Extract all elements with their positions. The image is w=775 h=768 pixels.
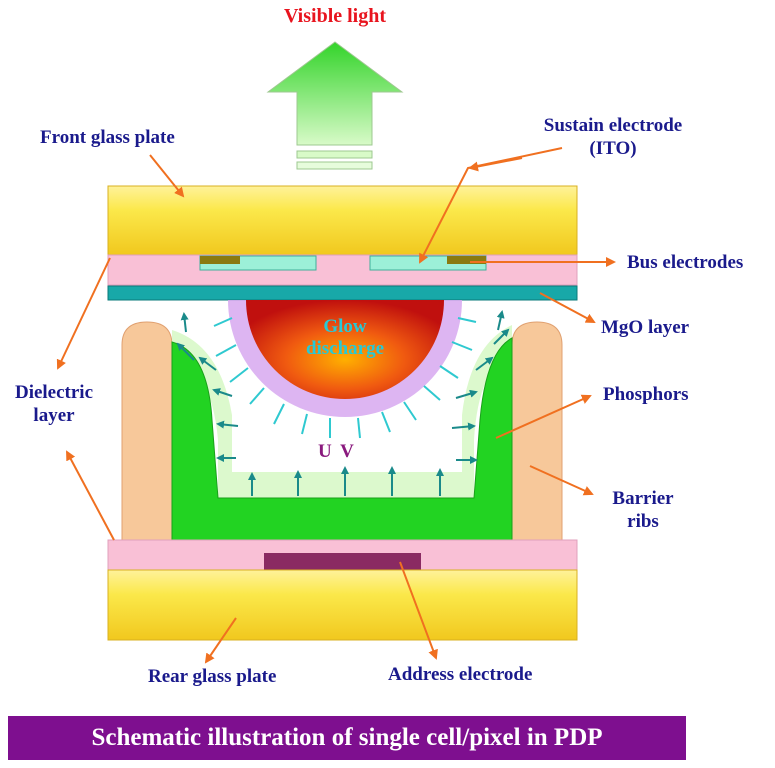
dielectric-label-line2: layer [33,404,75,426]
front-dielectric-layer [107,254,578,286]
leader-dielectric-down [66,450,115,541]
uv-label: U V [318,441,356,462]
uv-rays [213,317,477,439]
bus-electrodes-label: Bus electrodes [627,252,744,273]
uv-arrows [176,310,510,496]
barrier-rib-right [511,321,563,541]
leader-phosphors [495,394,592,439]
bus-electrode-left [200,256,240,264]
front-glass-plate [107,185,578,256]
leader-rear-glass [204,617,237,664]
mgo-layer [107,285,578,301]
phosphors-label: Phosphors [603,384,689,405]
glow-discharge [246,300,444,399]
bus-electrode-right [447,256,486,264]
rear-glass-plate-label: Rear glass plate [148,666,277,687]
leader-dielectric-up [56,257,111,370]
visible-light-label: Visible light [283,5,387,27]
barrier-ribs-label: Barrier ribs [598,488,688,534]
leader-address [399,561,438,660]
leader-sustain-line [419,147,563,264]
front-glass-plate-label: Front glass plate [40,127,175,148]
sustain-electrode-label: Sustain electrode (ITO) [515,115,711,161]
dielectric-label-line1: Dielectric [14,382,94,403]
dielectric-layer-label: Dielectric layer [4,382,104,428]
glow-label-line1: Glow [323,316,367,337]
visible-light-arrow [266,41,404,170]
address-electrode-label: Address electrode [388,664,533,685]
barrier-rib-left [121,321,173,541]
rear-glass-plate [107,569,578,641]
glow-discharge-label: Glow discharge [270,316,420,360]
mgo-layer-label: MgO layer [601,317,690,338]
caption-bar: Schematic illustration of single cell/pi… [8,716,686,760]
sustain-electrode-label-line1: Sustain electrode [543,115,683,136]
leader-front-glass [149,154,185,198]
leader-mgo [539,292,596,323]
phosphor-layer [171,337,513,541]
leader-arrows [56,147,616,664]
barrier-label-line1: Barrier [612,488,674,509]
glow-label-line2: discharge [305,337,385,359]
address-electrode [264,553,421,570]
leader-barrier [529,465,594,496]
sustain-electrode-label-line2: (ITO) [589,137,637,159]
barrier-label-line2: ribs [627,510,659,532]
